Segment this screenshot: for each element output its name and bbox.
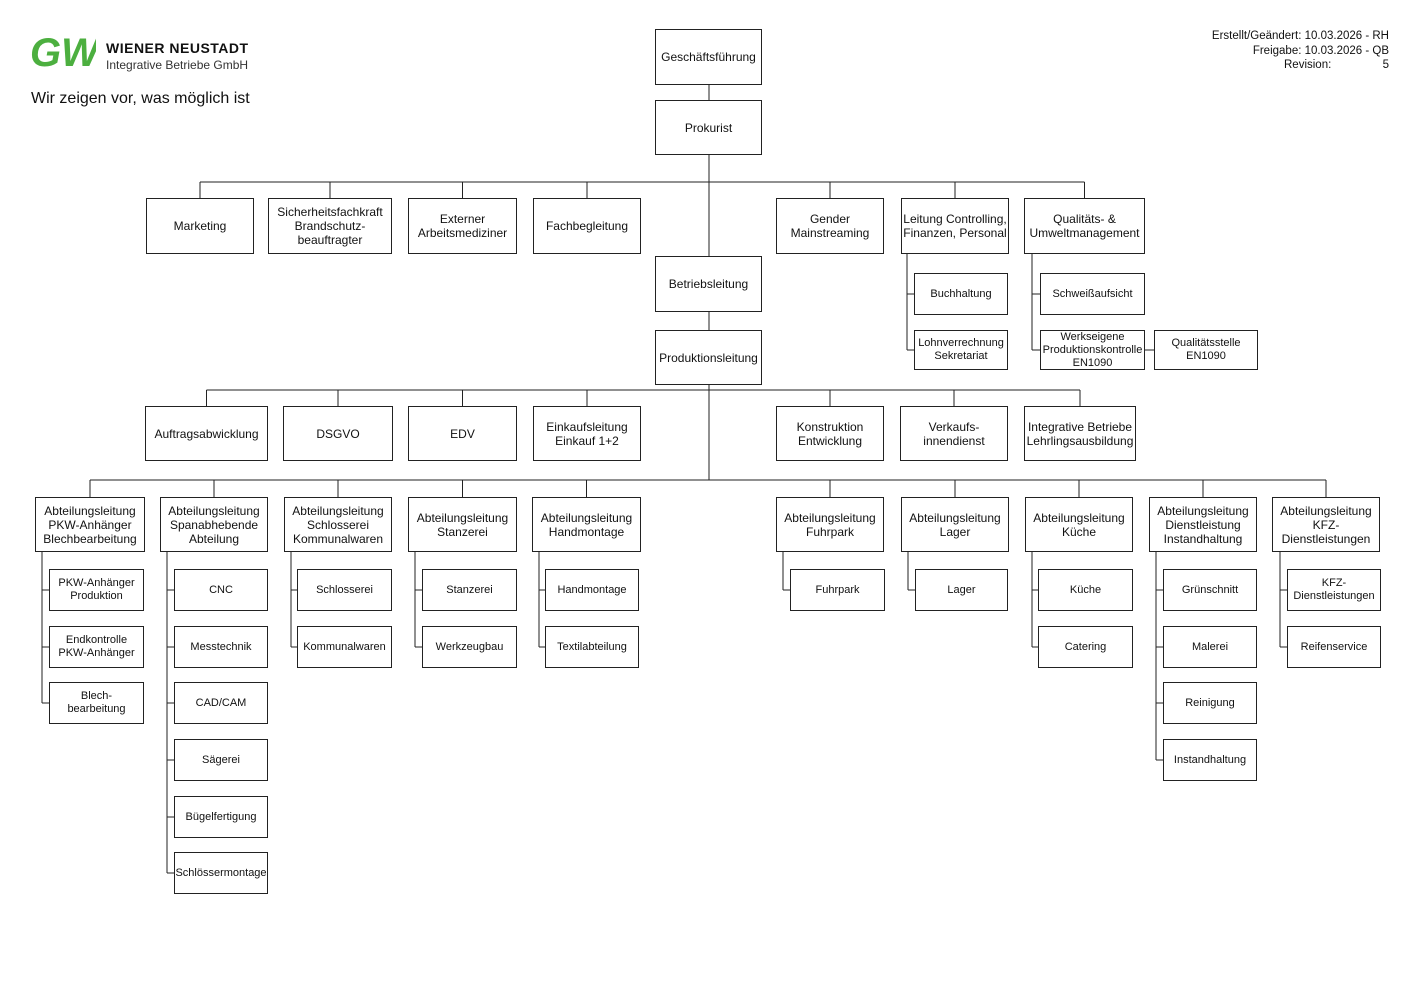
org-unit-pkw1: PKW-Anhänger Produktion	[49, 569, 144, 611]
org-unit-sp1: CNC	[174, 569, 268, 611]
org-unit-di2: Malerei	[1163, 626, 1257, 668]
org-unit-al-hand: Abteilungsleitung Handmontage	[532, 497, 641, 552]
release-info: Freigabe: 10.03.2026 - QB	[1252, 44, 1389, 57]
org-unit-gender: Gender Mainstreaming	[776, 198, 884, 254]
org-unit-ha1: Handmontage	[545, 569, 639, 611]
org-unit-sc2: Kommunalwaren	[297, 626, 392, 668]
org-unit-al-pkw: Abteilungsleitung PKW-Anhänger Blechbear…	[35, 497, 145, 552]
revision-info: Revision: 5	[1284, 58, 1389, 73]
revision-value: 5	[1382, 59, 1389, 71]
org-unit-sp5: Bügelfertigung	[174, 796, 268, 838]
org-unit-fu1: Fuhrpark	[790, 569, 885, 611]
created-info: Erstellt/Geändert: 10.03.2026 - RH	[1211, 30, 1389, 42]
org-unit-fach: Fachbegleitung	[533, 198, 641, 254]
org-unit-st1: Stanzerei	[422, 569, 517, 611]
org-unit-arzt: Externer Arbeitsmediziner	[408, 198, 517, 254]
org-unit-qstelle: Qualitätsstelle EN1090	[1154, 330, 1258, 370]
org-unit-di3: Reinigung	[1163, 682, 1257, 724]
org-unit-lohn: Lohnverrechnung Sekretariat	[914, 330, 1008, 370]
org-unit-al-kueche: Abteilungsleitung Küche	[1025, 497, 1133, 552]
revision-label: Revision:	[1284, 59, 1332, 71]
org-unit-al-dienst: Abteilungsleitung Dienstleistung Instand…	[1149, 497, 1257, 552]
org-unit-controlling: Leitung Controlling, Finanzen, Personal	[901, 198, 1009, 254]
org-unit-schweiss: Schweißaufsicht	[1040, 273, 1145, 315]
org-unit-kf2: Reifenservice	[1287, 626, 1381, 668]
org-unit-ku2: Catering	[1038, 626, 1133, 668]
org-unit-al-fuhr: Abteilungsleitung Fuhrpark	[776, 497, 884, 552]
org-unit-dsgvo: DSGVO	[283, 406, 393, 461]
org-unit-sp2: Messtechnik	[174, 626, 268, 668]
document-meta: Erstellt/Geändert: 10.03.2026 - RH Freig…	[1212, 29, 1389, 73]
svg-text:GW: GW	[30, 32, 96, 72]
org-unit-betr: Betriebsleitung	[655, 256, 762, 312]
org-unit-sp3: CAD/CAM	[174, 682, 268, 724]
org-unit-verkauf: Verkaufs- innendienst	[900, 406, 1008, 461]
org-unit-sifa: Sicherheitsfachkraft Brandschutz- beauft…	[268, 198, 392, 254]
slogan: Wir zeigen vor, was möglich ist	[31, 90, 250, 107]
org-unit-marketing: Marketing	[146, 198, 254, 254]
org-unit-prok: Prokurist	[655, 100, 762, 155]
org-unit-di1: Grünschnitt	[1163, 569, 1257, 611]
org-unit-qual: Qualitäts- & Umweltmanagement	[1024, 198, 1145, 254]
org-unit-sp4: Sägerei	[174, 739, 268, 781]
org-unit-kf1: KFZ- Dienstleistungen	[1287, 569, 1381, 611]
org-unit-st2: Werkzeugbau	[422, 626, 517, 668]
org-unit-integr: Integrative Betriebe Lehrlingsausbildung	[1024, 406, 1136, 461]
org-unit-di4: Instandhaltung	[1163, 739, 1257, 781]
org-unit-prod: Produktionsleitung	[655, 330, 762, 385]
org-unit-ku1: Küche	[1038, 569, 1133, 611]
org-unit-wpk: Werkseigene Produktionskontrolle EN1090	[1040, 330, 1145, 370]
org-unit-al-kfz: Abteilungsleitung KFZ- Dienstleistungen	[1272, 497, 1380, 552]
org-unit-auftrag: Auftragsabwicklung	[145, 406, 268, 461]
org-unit-al-lager: Abteilungsleitung Lager	[901, 497, 1009, 552]
org-unit-al-stanz: Abteilungsleitung Stanzerei	[408, 497, 517, 552]
org-unit-konst: Konstruktion Entwicklung	[776, 406, 884, 461]
brand-subtitle: Integrative Betriebe GmbH	[106, 58, 249, 72]
org-unit-einkauf: Einkaufsleitung Einkauf 1+2	[533, 406, 641, 461]
org-unit-la1: Lager	[915, 569, 1008, 611]
org-unit-gf: Geschäftsführung	[655, 29, 762, 85]
gw-logo-icon: GW	[30, 32, 96, 72]
org-unit-al-schloss: Abteilungsleitung Schlosserei Kommunalwa…	[284, 497, 392, 552]
org-unit-edv: EDV	[408, 406, 517, 461]
org-unit-ha2: Textilabteilung	[545, 626, 639, 668]
org-unit-sc1: Schlosserei	[297, 569, 392, 611]
org-unit-pkw3: Blech- bearbeitung	[49, 682, 144, 724]
brand-name: WIENER NEUSTADT	[106, 40, 249, 56]
org-unit-al-span: Abteilungsleitung Spanabhebende Abteilun…	[160, 497, 268, 552]
org-unit-pkw2: Endkontrolle PKW-Anhänger	[49, 626, 144, 668]
org-unit-buch: Buchhaltung	[914, 273, 1008, 315]
org-unit-sp6: Schlössermontage	[174, 852, 268, 894]
